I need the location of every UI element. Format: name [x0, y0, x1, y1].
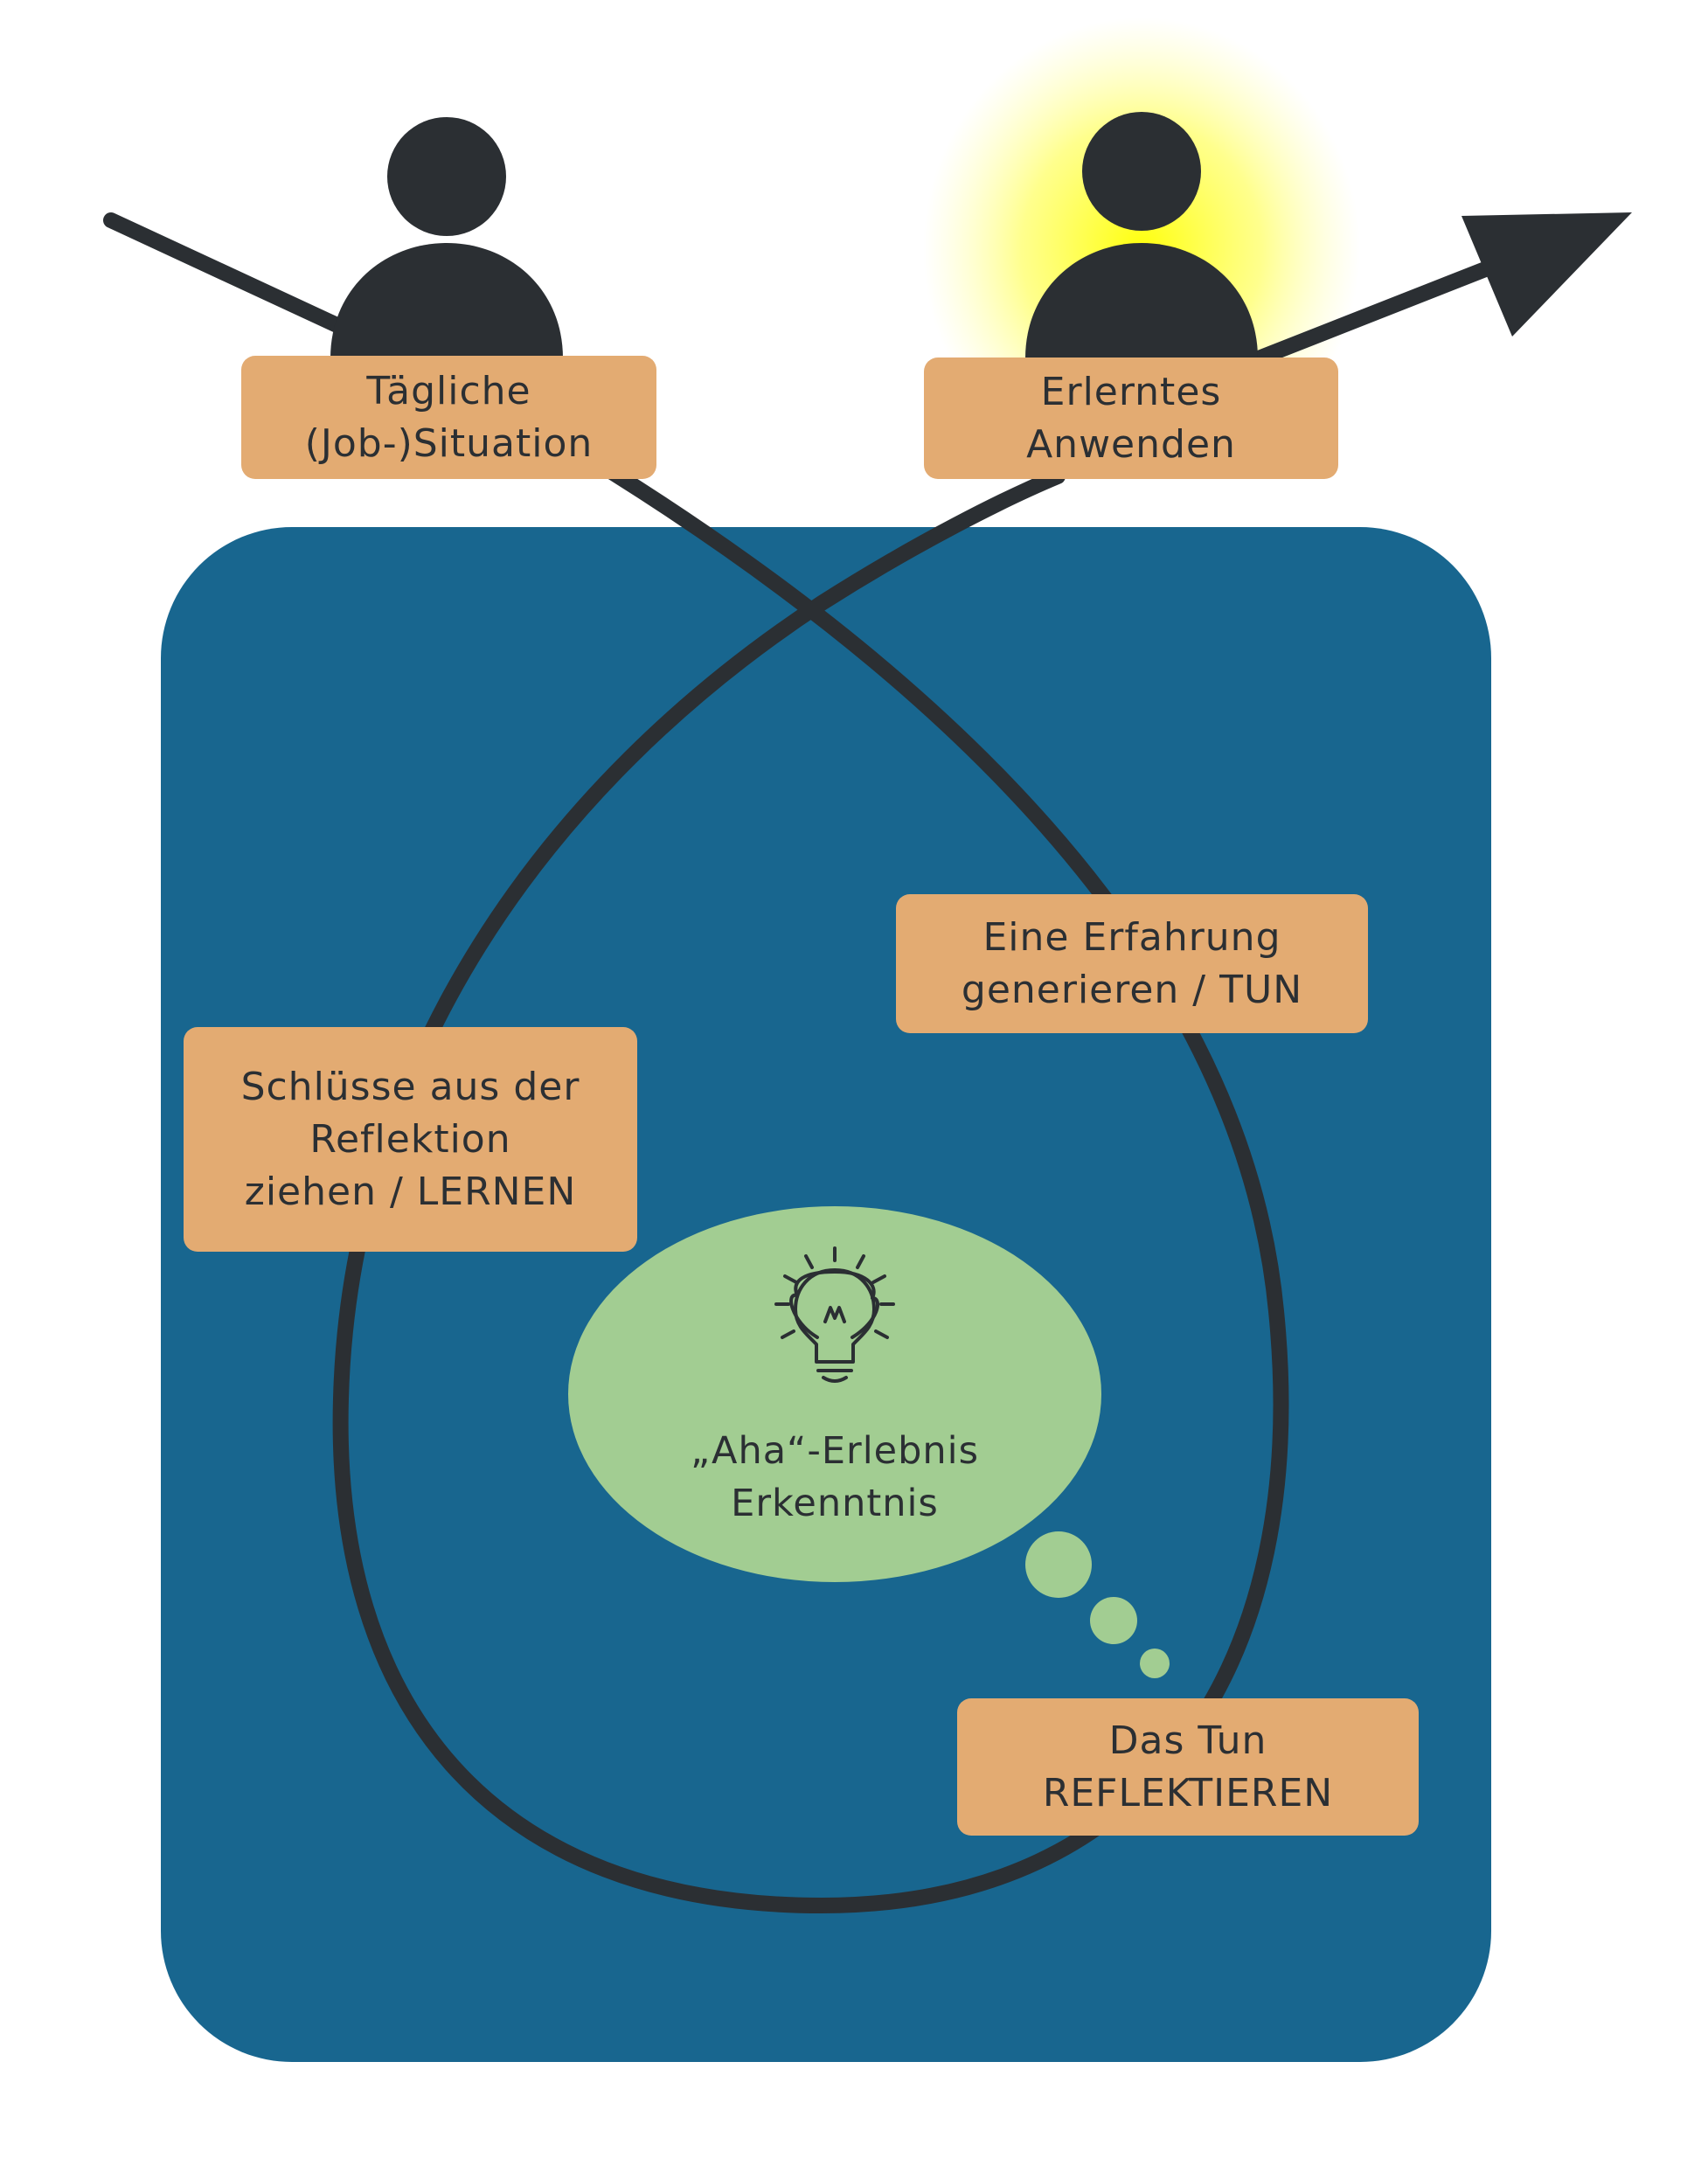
- bubble-line1: „Aha“-Erlebnis: [690, 1429, 980, 1473]
- thought-bubble: [568, 1206, 1101, 1582]
- incoming-path: [103, 212, 375, 347]
- thought-dot-small: [1140, 1649, 1170, 1678]
- label-daily-situation: Tägliche (Job-)Situation: [241, 356, 656, 479]
- label-conclusions-line1: Schlüsse aus der: [240, 1064, 580, 1109]
- label-apply-line2: Anwenden: [1026, 421, 1236, 467]
- label-conclusions-line3: ziehen / LERNEN: [244, 1169, 577, 1214]
- person-icon: [330, 117, 563, 358]
- bubble-line2: Erkenntnis: [731, 1482, 939, 1525]
- label-conclusions-line2: Reflektion: [309, 1116, 511, 1162]
- label-experience-line2: generieren / TUN: [961, 967, 1303, 1012]
- thought-dot-medium: [1090, 1597, 1137, 1644]
- thought-dot-large: [1025, 1531, 1092, 1598]
- label-daily-line1: Tägliche: [366, 368, 531, 413]
- label-reflect: Das Tun REFLEKTIEREN: [957, 1698, 1419, 1836]
- label-draw-conclusions: Schlüsse aus der Reflektion ziehen / LER…: [184, 1027, 637, 1252]
- label-reflect-line2: REFLEKTIEREN: [1042, 1770, 1334, 1815]
- label-apply-learned: Erlerntes Anwenden: [924, 358, 1338, 479]
- arrow-head-icon: [1462, 212, 1632, 337]
- label-generate-experience: Eine Erfahrung generieren / TUN: [896, 894, 1368, 1033]
- bubble-text: „Aha“-Erlebnis Erkenntnis: [570, 1425, 1100, 1530]
- lightbulb-icon: [774, 1246, 895, 1383]
- person-icon: [1025, 112, 1258, 358]
- label-daily-line2: (Job-)Situation: [304, 420, 594, 466]
- outgoing-path: [1251, 246, 1533, 366]
- label-experience-line1: Eine Erfahrung: [982, 914, 1281, 960]
- label-reflect-line1: Das Tun: [1108, 1718, 1267, 1763]
- label-apply-line1: Erlerntes: [1040, 369, 1222, 414]
